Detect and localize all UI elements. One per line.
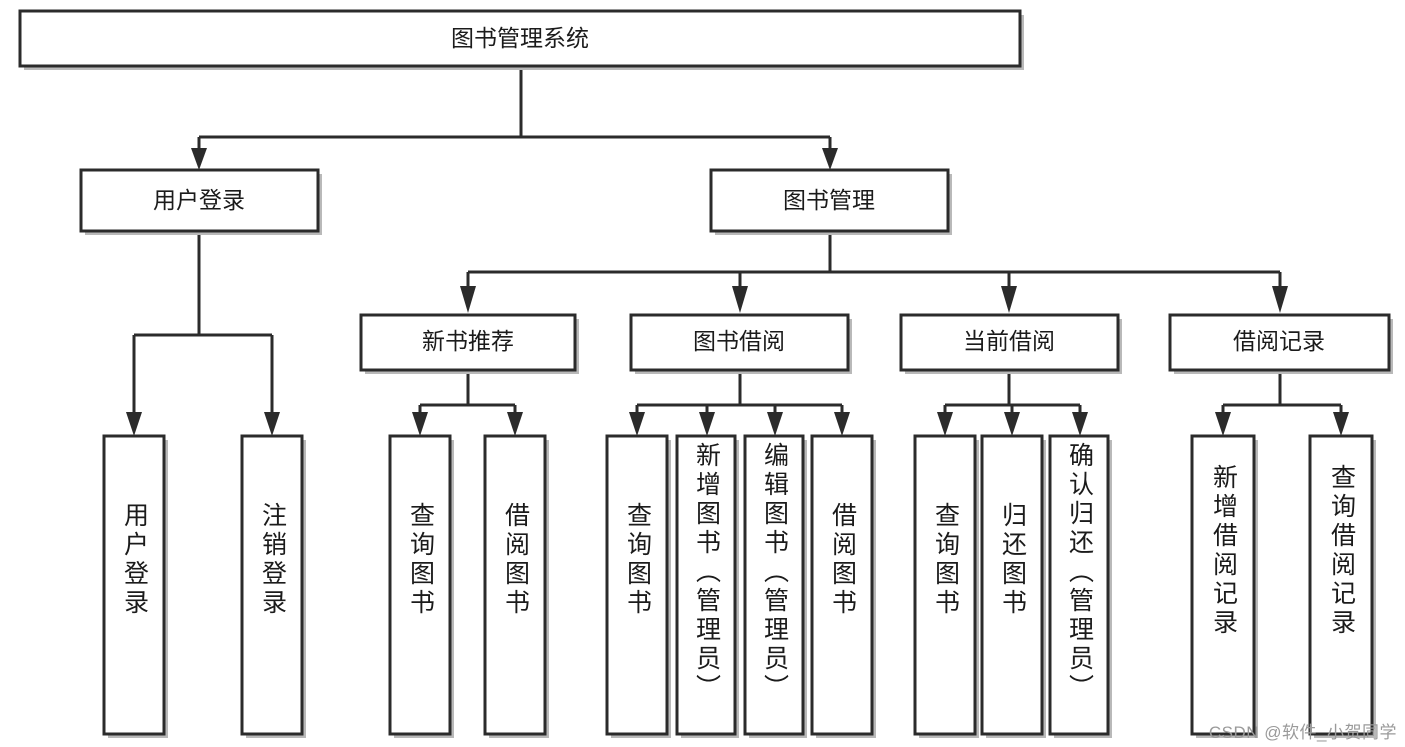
node-book-manage-label: 图书管理 [783, 187, 875, 213]
arrowhead-current-borrow [1001, 286, 1017, 313]
arrowhead-borrow-leaf-3 [767, 412, 783, 436]
arrowhead-borrow-leaf-2 [699, 412, 715, 436]
node-borrow-record-label: 借阅记录 [1233, 328, 1325, 354]
arrowhead-current-leaf-3 [1072, 412, 1088, 436]
node-root-box[interactable] [18, 9, 1022, 68]
arrowhead-to-user-login [191, 148, 207, 170]
node-borrow-record-box[interactable] [1168, 313, 1391, 372]
node-root[interactable]: 图书管理系统 [18, 9, 1024, 70]
leaf-box-rec-borrow-book[interactable] [483, 434, 547, 736]
leaf-box-add-borrow-record[interactable] [1190, 434, 1256, 736]
node-book-manage[interactable]: 图书管理 [709, 168, 952, 235]
node-book-manage-box[interactable] [709, 168, 950, 233]
node-book-borrow-box[interactable] [629, 313, 850, 372]
node-user-login-label: 用户登录 [153, 187, 245, 213]
arrowhead-rec-leaf-2 [507, 412, 523, 436]
arrowhead-new-book [460, 286, 476, 313]
node-current-borrow[interactable]: 当前借阅 [899, 313, 1122, 374]
arrowhead-current-leaf-1 [937, 412, 953, 436]
arrowhead-book-borrow [732, 286, 748, 313]
leaf-box-borrow-borrow-book[interactable] [810, 434, 874, 736]
arrowhead-record-leaf-2 [1333, 412, 1349, 436]
leaf-boxes [102, 434, 1376, 738]
leaf-box-logout[interactable] [240, 434, 304, 736]
node-book-borrow[interactable]: 图书借阅 [629, 313, 852, 374]
connector-layer [126, 68, 1349, 436]
arrowhead-current-leaf-2 [1004, 412, 1020, 436]
node-book-borrow-label: 图书借阅 [693, 328, 785, 354]
node-new-book-recommend-label: 新书推荐 [422, 328, 514, 354]
arrowhead-login-leaf-2 [264, 412, 280, 436]
node-user-login[interactable]: 用户登录 [79, 168, 322, 235]
arrowhead-borrow-record [1272, 286, 1288, 313]
node-new-book-recommend[interactable]: 新书推荐 [359, 313, 579, 374]
node-current-borrow-label: 当前借阅 [963, 328, 1055, 354]
arrowhead-login-leaf-1 [126, 412, 142, 436]
leaf-box-query-borrow-record[interactable] [1308, 434, 1374, 736]
leaf-box-add-book-admin[interactable] [675, 434, 737, 736]
arrowhead-to-book-manage [822, 148, 838, 170]
leaf-box-confirm-return-admin[interactable] [1048, 434, 1110, 736]
arrowhead-borrow-leaf-4 [834, 412, 850, 436]
csdn-watermark: CSDN @软件_小贺同学 [1208, 723, 1397, 742]
leaf-box-borrow-query-book[interactable] [605, 434, 669, 736]
leaf-box-edit-book-admin[interactable] [743, 434, 805, 736]
leaf-box-rec-query-book[interactable] [388, 434, 452, 736]
leaf-box-return-book[interactable] [980, 434, 1044, 736]
node-new-book-recommend-box[interactable] [359, 313, 577, 372]
node-root-label: 图书管理系统 [451, 25, 589, 51]
node-user-login-box[interactable] [79, 168, 320, 233]
node-borrow-record[interactable]: 借阅记录 [1168, 313, 1393, 374]
arrowhead-record-leaf-1 [1215, 412, 1231, 436]
leaf-box-user-login[interactable] [102, 434, 166, 736]
arrowhead-rec-leaf-1 [412, 412, 428, 436]
node-current-borrow-box[interactable] [899, 313, 1120, 372]
leaf-box-current-query-book[interactable] [913, 434, 977, 736]
arrowhead-borrow-leaf-1 [629, 412, 645, 436]
